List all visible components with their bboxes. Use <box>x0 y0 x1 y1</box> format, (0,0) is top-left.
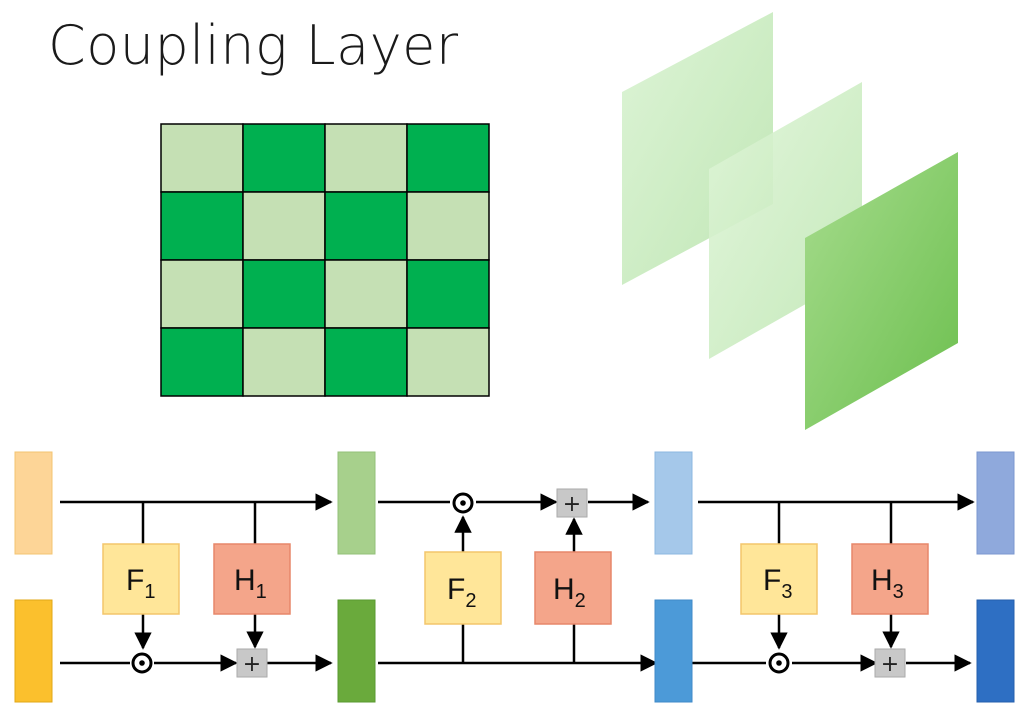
H3-subscript: 3 <box>893 581 904 603</box>
add-operators: + + + <box>236 488 906 678</box>
checker-cell-light <box>406 191 490 261</box>
output-bottom-bar <box>976 599 1015 703</box>
sheet-front <box>805 152 958 430</box>
checker-cell-dark <box>160 327 244 397</box>
stage1-top-bar <box>337 451 376 555</box>
function-blocks: F1 H1 F2 H2 F3 H3 <box>102 543 929 625</box>
svg-text:F3: F3 <box>763 564 792 603</box>
H3-block: H3 <box>851 543 929 615</box>
stage2-top-bar <box>654 451 693 555</box>
svg-text:+: + <box>563 492 581 517</box>
plus-icon: + <box>236 648 268 678</box>
checker-cell-light <box>406 327 490 397</box>
checker-cell-dark <box>324 191 408 261</box>
svg-text:H2: H2 <box>553 573 586 612</box>
checker-cell-dark <box>242 123 326 193</box>
output-top-bar <box>976 451 1015 555</box>
svg-text:F1: F1 <box>126 564 155 603</box>
F2-letter: F <box>447 573 465 606</box>
F2-subscript: 2 <box>465 590 476 612</box>
F3-subscript: 3 <box>781 581 792 603</box>
plus-icon: + <box>874 648 906 678</box>
multiply-icon <box>452 492 474 514</box>
checker-cell-light <box>324 123 408 193</box>
svg-text:+: + <box>881 652 899 677</box>
checker-cell-dark <box>160 191 244 261</box>
checkerboard <box>160 123 490 397</box>
H3-letter: H <box>871 564 893 597</box>
multiply-operators <box>131 492 790 674</box>
feature-bars <box>14 451 1015 703</box>
connections <box>60 493 975 672</box>
channel-sheets <box>622 12 958 430</box>
H2-block: H2 <box>534 551 612 625</box>
multiply-icon <box>768 652 790 674</box>
checker-cell-dark <box>406 123 490 193</box>
H1-letter: H <box>234 564 256 597</box>
page-title: Coupling Layer <box>48 14 459 77</box>
H2-subscript: 2 <box>575 590 586 612</box>
svg-text:H3: H3 <box>871 564 904 603</box>
F1-letter: F <box>126 564 144 597</box>
F2-block: F2 <box>424 551 502 625</box>
stage1-bottom-bar <box>337 599 376 703</box>
multiply-icon <box>131 652 153 674</box>
input-bottom-bar <box>14 599 53 703</box>
H2-letter: H <box>553 573 575 606</box>
svg-text:F2: F2 <box>447 573 476 612</box>
F1-block: F1 <box>102 543 180 615</box>
input-top-bar <box>14 451 53 555</box>
F3-letter: F <box>763 564 781 597</box>
checker-cell-light <box>324 259 408 329</box>
H1-block: H1 <box>213 543 291 615</box>
stage2-bottom-bar <box>654 599 693 703</box>
F1-subscript: 1 <box>144 581 155 603</box>
checker-cell-dark <box>406 259 490 329</box>
checker-cell-light <box>160 259 244 329</box>
F3-block: F3 <box>740 543 818 615</box>
svg-text:+: + <box>243 652 261 677</box>
checker-cell-dark <box>324 327 408 397</box>
checker-cell-light <box>242 327 326 397</box>
H1-subscript: 1 <box>256 581 267 603</box>
checker-cell-light <box>160 123 244 193</box>
checker-cell-dark <box>242 259 326 329</box>
checker-cell-light <box>242 191 326 261</box>
svg-text:H1: H1 <box>234 564 267 603</box>
plus-icon: + <box>556 488 588 518</box>
